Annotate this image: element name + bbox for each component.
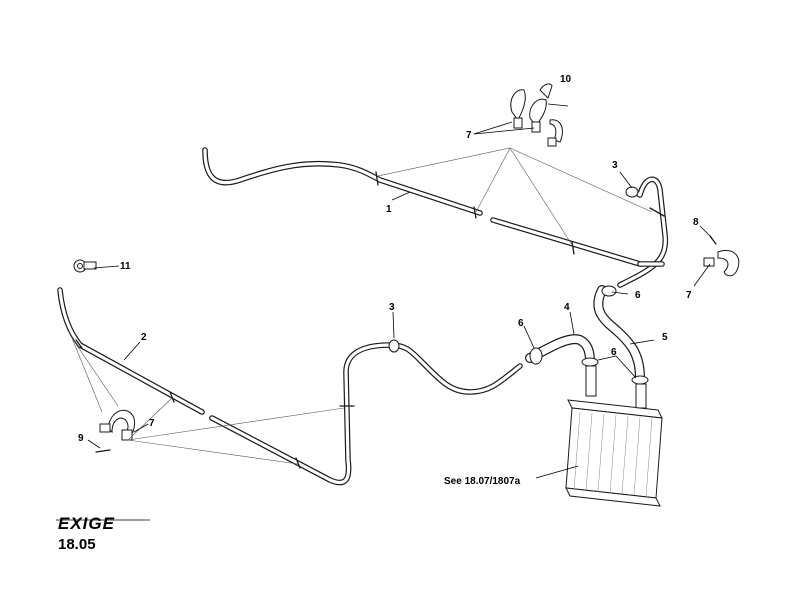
part-11-fitting bbox=[73, 259, 97, 273]
brand-name: EXIGE bbox=[58, 514, 115, 533]
upper-heater-pipe bbox=[202, 147, 669, 288]
page-number: 18.05 bbox=[58, 536, 96, 553]
right-clip-assembly bbox=[703, 235, 740, 277]
callout-6-lower: 6 bbox=[611, 347, 617, 358]
hose-clamp bbox=[625, 186, 639, 198]
hose-clamp bbox=[581, 357, 599, 367]
callout-2: 2 bbox=[141, 332, 147, 343]
callout-11: 11 bbox=[120, 261, 131, 272]
upper-clip-assembly bbox=[510, 83, 569, 147]
callout-9: 9 bbox=[78, 433, 84, 444]
callout-6-mid: 6 bbox=[518, 318, 524, 329]
callout-8: 8 bbox=[693, 217, 699, 228]
callout-3-upper: 3 bbox=[612, 160, 618, 171]
callout-3-lower: 3 bbox=[389, 302, 395, 313]
callout-7-lower: 7 bbox=[149, 418, 155, 429]
callout-7-upper: 7 bbox=[466, 130, 472, 141]
callout-1: 1 bbox=[386, 204, 392, 215]
callout-7-right: 7 bbox=[686, 290, 692, 301]
reference-note: See 18.07/1807a bbox=[444, 476, 521, 487]
callout-6-upper: 6 bbox=[635, 290, 641, 301]
callout-5: 5 bbox=[662, 332, 668, 343]
brand-logo: EXIGE bbox=[56, 514, 150, 533]
lower-left-clip-assembly bbox=[95, 409, 135, 453]
hose-clamp bbox=[529, 347, 543, 365]
hose-5 bbox=[593, 285, 645, 383]
hose-clamp bbox=[601, 285, 617, 297]
hose-clamp bbox=[388, 339, 400, 353]
callout-4: 4 bbox=[564, 302, 570, 313]
lower-heater-pipe bbox=[57, 287, 523, 486]
callout-10: 10 bbox=[560, 74, 572, 85]
heater-matrix bbox=[535, 365, 663, 507]
hose-clamp bbox=[631, 375, 649, 385]
leader-lines bbox=[71, 121, 713, 465]
hose-4 bbox=[525, 334, 595, 367]
